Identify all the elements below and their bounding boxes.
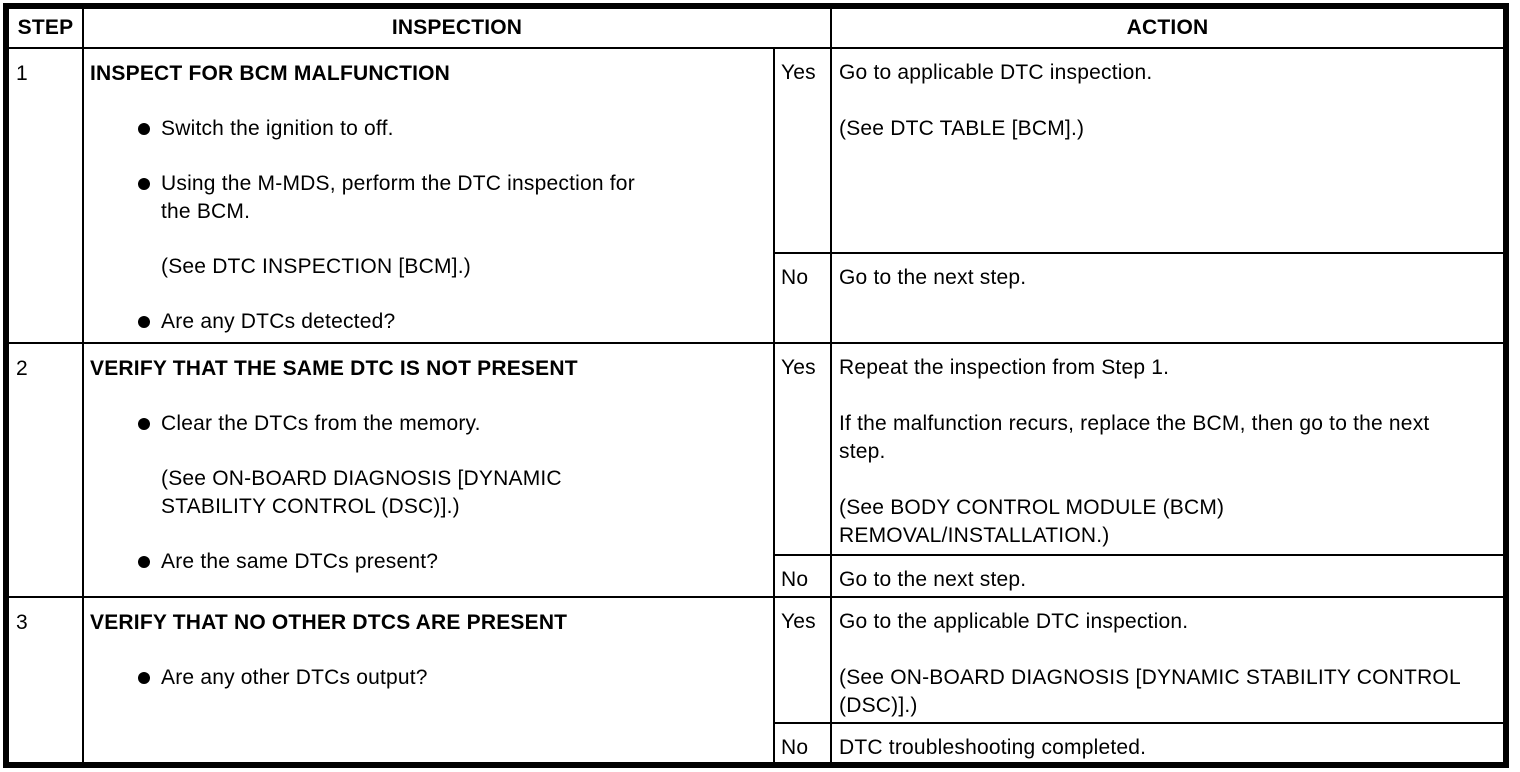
yes-action-cell: Repeat the inspection from Step 1. If th… [830, 342, 1507, 556]
action-line: (See BODY CONTROL MODULE (BCM) REMOVAL/I… [839, 496, 1225, 547]
action-line: Go to the applicable DTC inspection. [839, 610, 1189, 633]
inspection-item-text: Are any other DTCs output? [161, 666, 428, 689]
inspection-title: INSPECT FOR BCM MALFUNCTION [90, 62, 451, 85]
no-label: No [781, 568, 809, 591]
yes-cell: Yes [772, 342, 833, 556]
inspection-cell: VERIFY THAT THE SAME DTC IS NOT PRESENT … [82, 342, 775, 598]
action-line: Go to the next step. [839, 568, 1027, 591]
inspection-note: (See DTC INSPECTION [BCM].) [90, 253, 767, 281]
step-number-cell: 1 [5, 47, 84, 344]
yes-label: Yes [781, 61, 816, 84]
inspection-note-text: (See ON-BOARD DIAGNOSIS [DYNAMIC STABILI… [161, 467, 562, 518]
action-line: Repeat the inspection from Step 1. [839, 356, 1170, 379]
inspection-item: Are the same DTCs present? [90, 548, 767, 576]
no-label: No [781, 736, 809, 759]
inspection-item: Switch the ignition to off. [90, 115, 767, 143]
inspection-note: (See ON-BOARD DIAGNOSIS [DYNAMIC STABILI… [90, 465, 767, 521]
table-header-row: STEP INSPECTION ACTION [5, 5, 1507, 49]
yes-action-cell: Go to the applicable DTC inspection. (Se… [830, 596, 1507, 724]
step-2-no-row: No Go to the next step. [6, 554, 1507, 598]
inspection-item-text: Using the M-MDS, perform the DTC inspect… [161, 172, 635, 223]
inspection-item: Clear the DTCs from the memory. [90, 410, 767, 438]
inspection-item-text: Are the same DTCs present? [161, 550, 439, 573]
troubleshooting-table: STEP INSPECTION ACTION 1 INSPECT FOR BCM… [3, 3, 1509, 768]
action-line: If the malfunction recurs, replace the B… [839, 412, 1430, 463]
no-cell: No [772, 722, 833, 766]
action-line: Go to the next step. [839, 266, 1027, 289]
yes-label: Yes [781, 356, 816, 379]
action-line: (See ON-BOARD DIAGNOSIS [DYNAMIC STABILI… [839, 666, 1461, 717]
no-action-cell: Go to the next step. [830, 252, 1507, 344]
action-line: DTC troubleshooting completed. [839, 736, 1147, 759]
yes-cell: Yes [772, 47, 833, 254]
column-header-action: ACTION [830, 5, 1507, 49]
bullet-icon [138, 123, 150, 135]
step-number-cell: 2 [5, 342, 84, 598]
no-action-cell: Go to the next step. [830, 554, 1507, 598]
inspection-item: Are any other DTCs output? [90, 664, 767, 692]
bullet-icon [138, 556, 150, 568]
column-header-step: STEP [5, 5, 84, 49]
inspection-note-text: (See DTC INSPECTION [BCM].) [161, 255, 471, 278]
action-line: (See DTC TABLE [BCM].) [839, 117, 1085, 140]
step-2-yes-row: 2 VERIFY THAT THE SAME DTC IS NOT PRESEN… [5, 342, 1507, 598]
step-1-no-row: No Go to the next step. [6, 252, 1507, 344]
inspection-cell: INSPECT FOR BCM MALFUNCTION Switch the i… [82, 47, 775, 344]
no-action-cell: DTC troubleshooting completed. [830, 722, 1507, 766]
step-3-yes-row: 3 VERIFY THAT NO OTHER DTCS ARE PRESENT … [5, 596, 1507, 766]
inspection-item-text: Switch the ignition to off. [161, 117, 394, 140]
bullet-icon [138, 316, 150, 328]
inspection-item-text: Clear the DTCs from the memory. [161, 412, 481, 435]
no-label: No [781, 266, 809, 289]
step-number: 3 [16, 611, 28, 634]
inspection-title: VERIFY THAT THE SAME DTC IS NOT PRESENT [90, 357, 578, 380]
inspection-title: VERIFY THAT NO OTHER DTCS ARE PRESENT [90, 611, 568, 634]
no-cell: No [772, 554, 833, 598]
no-cell: No [772, 252, 833, 344]
bullet-icon [138, 672, 150, 684]
step-number: 2 [16, 357, 28, 380]
step-number: 1 [16, 62, 28, 85]
yes-label: Yes [781, 610, 816, 633]
action-line: Go to applicable DTC inspection. [839, 61, 1153, 84]
bullet-icon [138, 418, 150, 430]
step-1-yes-row: 1 INSPECT FOR BCM MALFUNCTION Switch the… [5, 47, 1507, 344]
inspection-item: Using the M-MDS, perform the DTC inspect… [90, 170, 767, 226]
column-header-inspection: INSPECTION [81, 5, 833, 49]
inspection-item-text: Are any DTCs detected? [161, 310, 396, 333]
inspection-cell: VERIFY THAT NO OTHER DTCS ARE PRESENT Ar… [82, 596, 775, 766]
yes-cell: Yes [772, 596, 833, 724]
bullet-icon [138, 178, 150, 190]
yes-action-cell: Go to applicable DTC inspection. (See DT… [830, 47, 1507, 254]
inspection-item: Are any DTCs detected? [90, 308, 767, 336]
step-number-cell: 3 [5, 596, 84, 766]
step-3-no-row: No DTC troubleshooting completed. [6, 722, 1507, 766]
